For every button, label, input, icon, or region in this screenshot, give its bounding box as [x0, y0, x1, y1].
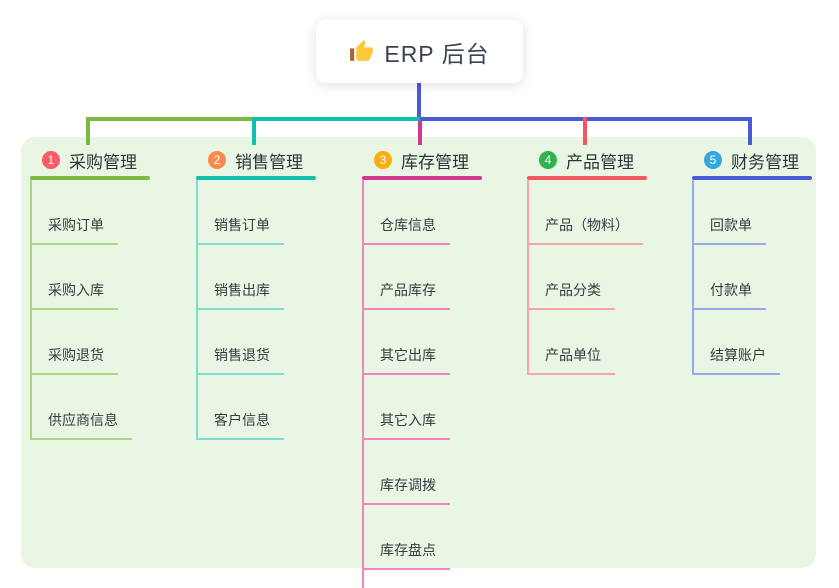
child-label: 其它入库 [380, 412, 436, 428]
branch-header: 2 销售管理 [196, 145, 316, 175]
child-label: 采购入库 [48, 282, 104, 298]
child-node: 回款单 [692, 180, 766, 245]
branch-children: 销售订单销售出库销售退货客户信息 [196, 180, 316, 440]
child-label: 产品单位 [545, 347, 601, 363]
root-label: ERP 后台 [384, 40, 490, 67]
thumbs-up-icon [350, 40, 374, 61]
child-label: 产品分类 [545, 282, 601, 298]
child-node: 付款单 [692, 245, 766, 310]
branch-header: 1 采购管理 [30, 145, 150, 175]
branch-underline [362, 176, 482, 180]
branch-connector-drop [583, 117, 587, 145]
branch-2: 2 销售管理 销售订单销售出库销售退货客户信息 [196, 145, 316, 440]
branch-number-badge: 3 [374, 151, 392, 169]
child-node: 结算账户 [692, 310, 780, 375]
child-label: 库存调拨 [380, 477, 436, 493]
branch-number-badge: 1 [42, 151, 60, 169]
branch-3: 3 库存管理 仓库信息产品库存其它出库其它入库库存调拨库存盘点出库库明细 [362, 145, 482, 588]
branch-1: 1 采购管理 采购订单采购入库采购退货供应商信息 [30, 145, 150, 440]
child-node: 客户信息 [196, 375, 284, 440]
child-label: 产品库存 [380, 282, 436, 298]
child-node: 仓库信息 [362, 180, 450, 245]
branch-connector-drop [252, 117, 256, 145]
child-label: 付款单 [710, 282, 752, 298]
child-label: 客户信息 [214, 412, 270, 428]
branch-label: 采购管理 [69, 152, 137, 172]
branches-panel [21, 137, 816, 568]
child-label: 库存盘点 [380, 542, 436, 558]
branch-4: 4 产品管理 产品（物料） 产品分类产品单位 [527, 145, 647, 375]
child-node: 产品分类 [527, 245, 615, 310]
child-label: 销售出库 [214, 282, 270, 298]
child-node: 产品库存 [362, 245, 450, 310]
root-connector-line [417, 83, 421, 121]
child-node: 出库库明细 [362, 570, 464, 588]
branch-header: 4 产品管理 [527, 145, 647, 175]
branch-5: 5 财务管理 回款单付款单结算账户 [692, 145, 812, 375]
child-node: 供应商信息 [30, 375, 132, 440]
child-node: 采购订单 [30, 180, 118, 245]
child-node: 采购退货 [30, 310, 118, 375]
branch-label: 财务管理 [731, 152, 799, 172]
child-node: 库存调拨 [362, 440, 450, 505]
branch-header: 3 库存管理 [362, 145, 482, 175]
child-node: 采购入库 [30, 245, 118, 310]
child-label: 采购退货 [48, 347, 104, 363]
child-label: 仓库信息 [380, 217, 436, 233]
branch-connector-drop [86, 117, 90, 145]
bus-left-segment [86, 117, 254, 121]
branch-children: 回款单付款单结算账户 [692, 180, 812, 375]
root-node: ERP 后台 [316, 20, 523, 83]
bus-mid-segment [254, 117, 420, 121]
branch-underline [692, 176, 812, 180]
child-node: 销售退货 [196, 310, 284, 375]
branch-label: 产品管理 [566, 152, 634, 172]
child-label: 销售退货 [214, 347, 270, 363]
child-label: 回款单 [710, 217, 752, 233]
branch-header: 5 财务管理 [692, 145, 812, 175]
branch-underline [527, 176, 647, 180]
branch-label: 库存管理 [401, 152, 469, 172]
branch-children: 产品（物料） 产品分类产品单位 [527, 180, 647, 375]
child-node: 库存盘点 [362, 505, 450, 570]
child-label: 销售订单 [214, 217, 270, 233]
child-node: 销售出库 [196, 245, 284, 310]
branch-connector-drop [748, 117, 752, 145]
child-label: 其它出库 [380, 347, 436, 363]
branch-connector-drop [418, 121, 422, 145]
branch-children: 仓库信息产品库存其它出库其它入库库存调拨库存盘点出库库明细 [362, 180, 482, 588]
child-label: 采购订单 [48, 217, 104, 233]
child-label: 产品（物料） [545, 217, 629, 233]
branch-children: 采购订单采购入库采购退货供应商信息 [30, 180, 150, 440]
child-label: 供应商信息 [48, 412, 118, 428]
branch-number-badge: 2 [208, 151, 226, 169]
branch-underline [30, 176, 150, 180]
branch-number-badge: 4 [539, 151, 557, 169]
child-node: 其它入库 [362, 375, 450, 440]
child-node: 产品单位 [527, 310, 615, 375]
branch-underline [196, 176, 316, 180]
branch-label: 销售管理 [235, 152, 303, 172]
child-node: 产品（物料） [527, 180, 643, 245]
branch-number-badge: 5 [704, 151, 722, 169]
child-label: 结算账户 [710, 347, 766, 363]
child-node: 其它出库 [362, 310, 450, 375]
child-node: 销售订单 [196, 180, 284, 245]
